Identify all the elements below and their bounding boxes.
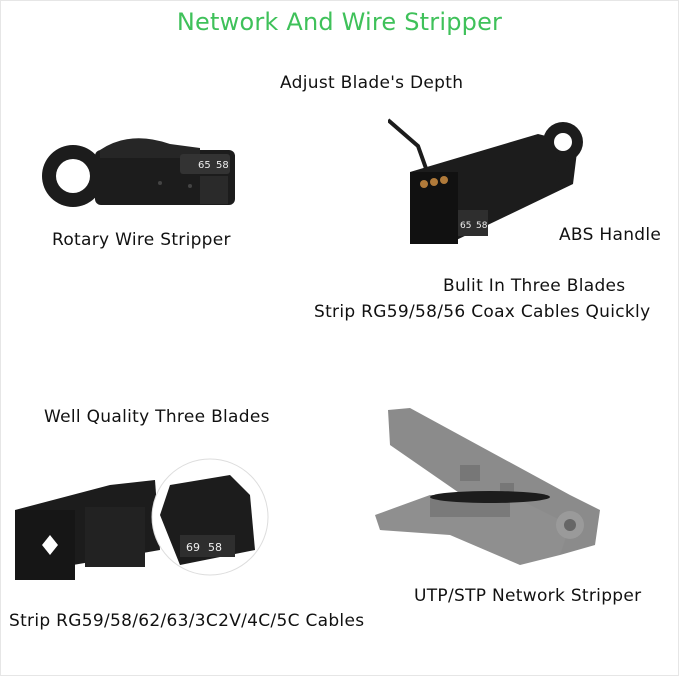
rotary-stripper-image: 65 58: [42, 138, 235, 207]
dial-number: 58: [208, 541, 222, 554]
label-cables: Strip RG59/58/62/63/3C2V/4C/5C Cables: [9, 611, 365, 631]
three-blade-stripper-image: 69 58: [15, 458, 269, 580]
page-title: Network And Wire Stripper: [176, 8, 503, 36]
label-coax-quick: Strip RG59/58/56 Coax Cables Quickly: [314, 302, 651, 322]
label-rotary-stripper: Rotary Wire Stripper: [52, 230, 231, 250]
dial-number: 69: [186, 541, 200, 554]
label-quality-blades: Well Quality Three Blades: [44, 407, 270, 427]
dial-number: 58: [216, 160, 229, 171]
label-abs-handle: ABS Handle: [559, 225, 662, 245]
label-three-blades: Bulit In Three Blades: [443, 276, 626, 296]
dial-number: 58: [476, 221, 488, 231]
utp-stripper-image: [375, 408, 600, 565]
label-adjust-depth: Adjust Blade's Depth: [280, 73, 464, 93]
dial-number: 65: [198, 160, 211, 171]
dial-number: 65: [460, 221, 471, 231]
coax-stripper-image: 65 58: [388, 118, 583, 244]
label-utp-stripper: UTP/STP Network Stripper: [414, 586, 642, 606]
